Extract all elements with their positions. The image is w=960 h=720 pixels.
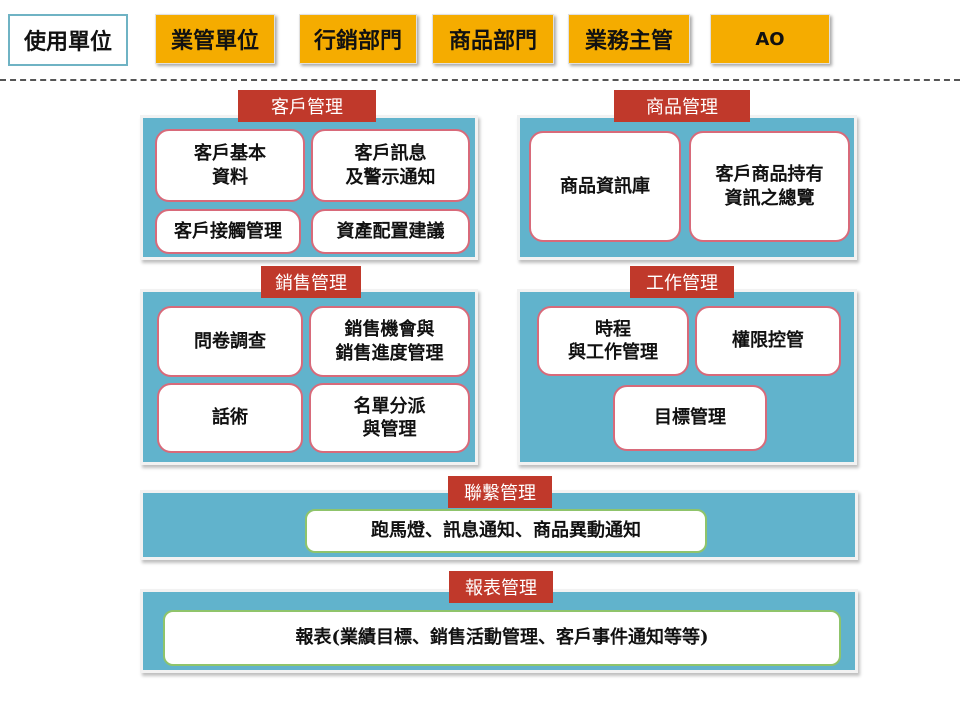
unit-marketing[interactable]: 行銷部門 <box>299 14 417 64</box>
user-unit-label: 使用單位 <box>8 14 128 66</box>
unit-product[interactable]: 商品部門 <box>432 14 554 64</box>
sales-script-card[interactable]: 話術 <box>157 383 303 453</box>
customer-basic-info-card[interactable]: 客戶基本 資料 <box>155 129 305 202</box>
contact-management-title: 聯繫管理 <box>448 476 552 508</box>
unit-ao[interactable]: AO <box>710 14 830 64</box>
product-info-library-card[interactable]: 商品資訊庫 <box>529 131 681 242</box>
dashed-divider <box>0 79 960 81</box>
sales-opportunity-progress-card[interactable]: 銷售機會與 銷售進度管理 <box>309 306 470 377</box>
list-assignment-card[interactable]: 名單分派 與管理 <box>309 383 470 453</box>
schedule-work-management-card[interactable]: 時程 與工作管理 <box>537 306 689 376</box>
unit-business-management[interactable]: 業管單位 <box>155 14 275 64</box>
customer-message-alert-card[interactable]: 客戶訊息 及警示通知 <box>311 129 470 202</box>
report-management-title: 報表管理 <box>449 571 553 603</box>
unit-sales-supervisor[interactable]: 業務主管 <box>568 14 690 64</box>
contact-notification-card[interactable]: 跑馬燈、訊息通知、商品異動通知 <box>305 509 707 553</box>
goal-management-card[interactable]: 目標管理 <box>613 385 767 451</box>
work-management-title: 工作管理 <box>630 266 734 298</box>
customer-product-holdings-card[interactable]: 客戶商品持有 資訊之總覽 <box>689 131 850 242</box>
report-card[interactable]: 報表(業績目標、銷售活動管理、客戶事件通知等等) <box>163 610 841 666</box>
asset-allocation-advice-card[interactable]: 資產配置建議 <box>311 209 470 254</box>
customer-contact-management-card[interactable]: 客戶接觸管理 <box>155 209 301 254</box>
sales-management-title: 銷售管理 <box>261 266 361 298</box>
permission-control-card[interactable]: 權限控管 <box>695 306 841 376</box>
customer-management-title: 客戶管理 <box>238 90 376 122</box>
questionnaire-survey-card[interactable]: 問卷調查 <box>157 306 303 377</box>
product-management-title: 商品管理 <box>614 90 750 122</box>
